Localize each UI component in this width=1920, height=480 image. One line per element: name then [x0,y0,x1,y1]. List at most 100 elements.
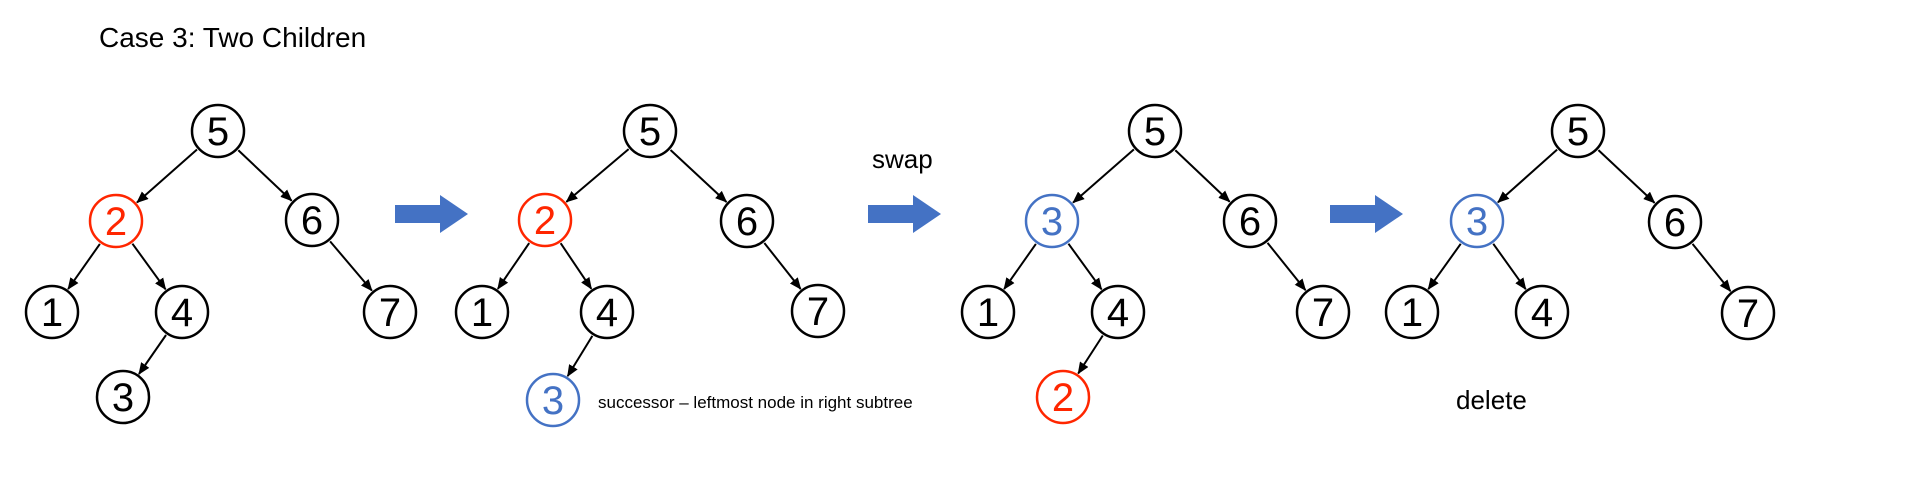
node-circle [1295,284,1351,340]
node-value: 7 [379,291,401,335]
tree-node-2-red: 2 [1035,369,1091,425]
node-value: 3 [542,379,564,423]
node-circle [1550,103,1606,159]
tree-node-6-black: 6 [1222,193,1278,249]
node-value: 7 [1737,292,1759,336]
node-circle [362,284,418,340]
node-value: 1 [977,291,999,335]
node-circle [1024,193,1080,249]
parent-child-edge [1497,148,1558,204]
node-value: 7 [1312,291,1334,335]
node-circle [1035,369,1091,425]
node-value: 4 [171,291,193,335]
swap-step-label: swap [872,144,933,174]
parent-child-edge [131,243,167,291]
node-circle [454,284,510,340]
parent-child-edge [1067,243,1103,291]
parent-child-edge [1174,149,1231,203]
tree-node-1-black: 1 [1384,284,1440,340]
parent-child-edge [1691,243,1732,292]
tree-node-3-blue: 3 [1449,193,1505,249]
parent-child-edge [669,149,728,203]
tree-node-1-black: 1 [960,284,1016,340]
node-value: 1 [471,291,493,335]
tree-node-2-red: 2 [88,193,144,249]
parent-child-edge [565,148,630,203]
delete-step-label: delete [1456,385,1527,415]
node-value: 4 [1531,291,1553,335]
node-circle [1384,284,1440,340]
node-circle [1127,103,1183,159]
tree-node-6-black: 6 [719,193,775,249]
tree-node-1-black: 1 [24,284,80,340]
node-value: 1 [41,291,63,335]
parent-child-edge [763,242,802,290]
page-title: Case 3: Two Children [99,22,367,53]
parent-child-edge [1003,243,1037,290]
right-arrow-icon [1330,195,1403,233]
tree-node-5-black: 5 [1550,103,1606,159]
node-circle [719,193,775,249]
node-value: 3 [1466,200,1488,244]
node-circle [790,283,846,339]
node-value: 6 [301,199,323,243]
parent-child-edge [329,240,373,292]
tree-node-7-black: 7 [1720,285,1776,341]
tree-node-5-black: 5 [622,103,678,159]
node-value: 2 [105,200,127,244]
parent-child-edge [1492,243,1527,291]
node-circle [1222,193,1278,249]
parent-child-edge [1597,149,1656,204]
node-circle [517,192,573,248]
node-circle [1514,284,1570,340]
node-circle [960,284,1016,340]
parent-child-edge [1266,242,1307,291]
tree-node-7-black: 7 [790,283,846,339]
tree-node-4-black: 4 [1514,284,1570,340]
parent-child-edge [559,242,593,290]
node-circle [88,193,144,249]
parent-child-edge [237,149,293,202]
node-value: 7 [807,290,829,334]
node-value: 6 [736,200,758,244]
tree-node-3-blue: 3 [1024,193,1080,249]
node-value: 1 [1401,291,1423,335]
node-circle [1720,285,1776,341]
node-circle [190,103,246,159]
node-circle [1647,194,1703,250]
parent-child-edge [1077,334,1104,375]
parent-child-edge [136,148,198,204]
node-circle [579,284,635,340]
right-arrow-icon [868,195,941,233]
node-value: 5 [207,110,229,154]
tree-node-4-black: 4 [579,284,635,340]
tree-node-7-black: 7 [1295,284,1351,340]
tree-node-4-black: 4 [1090,284,1146,340]
node-circle [1090,284,1146,340]
tree-node-4-black: 4 [154,284,210,340]
tree-node-5-black: 5 [1127,103,1183,159]
step-arrows-layer [395,195,1403,233]
parent-child-edge [1427,243,1462,291]
node-value: 5 [1144,110,1166,154]
node-circle [154,284,210,340]
node-circle [24,284,80,340]
parent-child-edge [138,334,167,375]
tree-node-6-black: 6 [1647,194,1703,250]
parent-child-edge [566,335,594,377]
node-value: 6 [1664,201,1686,245]
node-value: 5 [639,110,661,154]
node-circle [284,192,340,248]
parent-child-edge [1072,148,1135,204]
parent-child-edge [67,243,101,290]
right-arrow-icon [395,195,468,233]
successor-note: successor – leftmost node in right subtr… [598,393,913,412]
node-value: 3 [1041,200,1063,244]
node-value: 2 [1052,376,1074,420]
node-circle [525,372,581,428]
node-circle [95,369,151,425]
node-value: 3 [112,376,134,420]
tree-node-5-black: 5 [190,103,246,159]
